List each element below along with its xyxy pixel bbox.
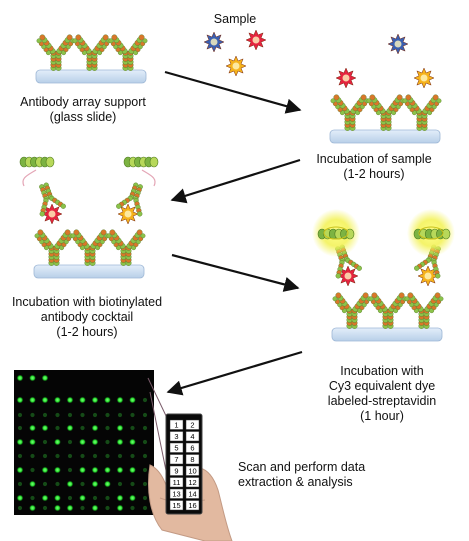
array-well-number-1: 1: [174, 421, 178, 430]
array-well-8: [185, 454, 200, 465]
step4-caption-line3: labeled-streptavidin: [327, 394, 437, 408]
step5-caption-line2: extraction & analysis: [238, 475, 353, 489]
array-well-3: [169, 431, 184, 442]
step2-sample-incubation: [329, 67, 442, 144]
array-well-number-11: 11: [173, 478, 181, 487]
array-well-6: [185, 442, 200, 453]
array-well-number-13: 13: [172, 490, 180, 499]
array-well-number-10: 10: [188, 467, 196, 476]
step2-glass-slide: [329, 129, 441, 144]
step4-capture-antibody-1: [332, 292, 372, 329]
sample-label-text: Sample: [213, 12, 257, 26]
array-well-10: [185, 465, 200, 476]
step4-streptavidin-left: [323, 226, 349, 240]
step3-biotin-tag-right: [123, 156, 159, 168]
sample-antigen-blue: [203, 31, 225, 53]
sample-antigen-yellow: [225, 55, 247, 77]
step2-caption-line1: Incubation of sample: [316, 152, 432, 166]
step1-antibody-array: [35, 34, 148, 84]
array-well-4: [185, 431, 200, 442]
step4-streptavidin-right: [418, 226, 444, 240]
array-well-5: [169, 442, 184, 453]
array-well-9: [169, 465, 184, 476]
sample-antigen-red: [245, 29, 267, 51]
sample-label: Sample: [200, 12, 270, 27]
array-well-number-8: 8: [190, 455, 194, 464]
array-well-2: [185, 419, 200, 430]
zoom-line-top: [147, 377, 169, 421]
step2-bound-antigen-yellow: [413, 67, 435, 89]
step5-caption: Scan and perform data extraction & analy…: [238, 460, 398, 490]
step3-detection-antibody-right: [116, 182, 143, 217]
step3-capture-antibody-1: [34, 229, 74, 266]
array-well-number-2: 2: [190, 421, 194, 430]
step3-caption-line2: antibody cocktail: [40, 310, 134, 324]
arrow-step4-to-scan: [166, 350, 303, 396]
step2-bound-antigen-red: [335, 67, 357, 89]
step4-caption-line4: (1 hour): [360, 409, 404, 423]
step2-caption: Incubation of sample (1-2 hours): [304, 152, 444, 182]
step4-glass-slide: [331, 327, 443, 342]
array-well-number-6: 6: [190, 444, 194, 453]
array-well-number-5: 5: [174, 444, 178, 453]
step4-bound-antigen-yellow: [417, 265, 439, 287]
array-well-11: [169, 477, 184, 488]
step2-capture-antibody-3: [402, 94, 442, 131]
step5-caption-line1: Scan and perform data: [238, 460, 366, 474]
step3-detection-antibody-left: [39, 182, 66, 217]
step3-caption-line1: Incubation with biotinylated: [11, 295, 163, 309]
step4-bound-antigen-red: [337, 265, 359, 287]
array-well-1: [169, 419, 184, 430]
step1-capture-antibody-3: [108, 34, 148, 71]
step3-capture-antibody-3: [106, 229, 146, 266]
step1-caption: Antibody array support (glass slide): [8, 95, 158, 125]
array-well-number-7: 7: [174, 455, 178, 464]
step4-caption-line1: Incubation with: [340, 364, 424, 378]
step3-glass-slide: [33, 264, 145, 279]
step4-biotin-tag-right: [413, 228, 451, 240]
array-well-number-14: 14: [188, 490, 196, 499]
free-antigen-blue: [387, 33, 409, 55]
step3-caption: Incubation with biotinylated antibody co…: [2, 295, 172, 340]
step3-biotinylated-antibody: [19, 156, 159, 279]
array-well-15: [169, 500, 184, 511]
step3-caption-line3: (1-2 hours): [56, 325, 118, 339]
array-well-16: [185, 500, 200, 511]
step2-caption-line2: (1-2 hours): [343, 167, 405, 181]
array-well-number-3: 3: [174, 432, 178, 441]
step4-biotin-tag-left: [317, 228, 355, 240]
array-well-number-4: 4: [190, 432, 194, 441]
step4-caption: Incubation with Cy3 equivalent dye label…: [312, 364, 452, 424]
step3-capture-antibody-2: [70, 229, 110, 266]
step4-caption-line2: Cy3 equivalent dye: [328, 379, 436, 393]
step3-bound-antigen-yellow: [117, 203, 139, 225]
array-well-number-9: 9: [174, 467, 178, 476]
array-well-13: [169, 488, 184, 499]
array-well-12: [185, 477, 200, 488]
step1-glass-slide: [35, 69, 147, 84]
step2-capture-antibody-1: [330, 94, 370, 131]
array-well-number-15: 15: [172, 501, 180, 510]
arrow-step2-to-step3: [170, 158, 301, 204]
array-well-number-16: 16: [188, 501, 196, 510]
array-well-7: [169, 454, 184, 465]
array-well-number-12: 12: [188, 478, 196, 487]
step4-capture-antibody-2: [368, 292, 408, 329]
arrow-step1-to-step2: [164, 70, 302, 114]
array-well-14: [185, 488, 200, 499]
step1-caption-line1: Antibody array support: [20, 95, 146, 109]
arrow-step3-to-step4: [171, 253, 300, 292]
step4-streptavidin-dye: [312, 209, 455, 342]
step1-caption-line2: (glass slide): [49, 110, 117, 124]
step2-capture-antibody-2: [366, 94, 406, 131]
step4-capture-antibody-3: [404, 292, 444, 329]
scanned-array-image: [14, 370, 154, 515]
step1-capture-antibody-2: [72, 34, 112, 71]
sample-antigens: [203, 29, 409, 77]
step1-capture-antibody-1: [36, 34, 76, 71]
step3-biotin-tag-left: [19, 156, 55, 168]
